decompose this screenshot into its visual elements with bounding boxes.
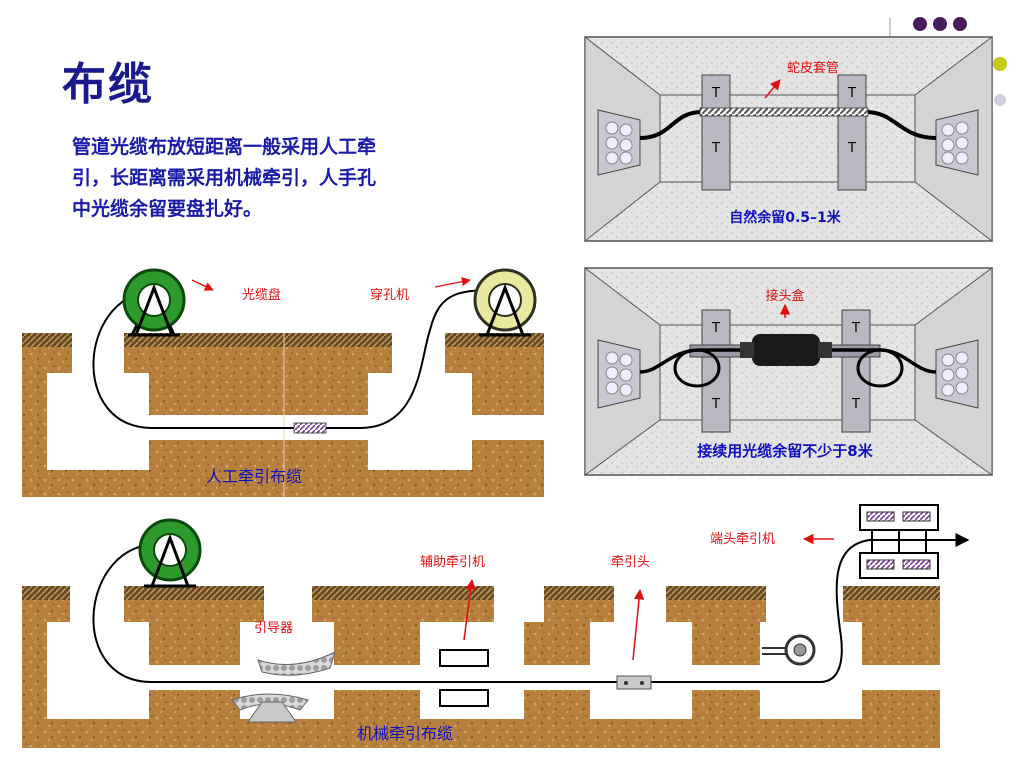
manual-pulling-diagram: 光缆盘 穿孔机 人工牵引布缆 [22,268,544,497]
splice-box-icon [740,334,832,366]
duct-bundle-icon [935,109,979,176]
svg-text:T: T [851,321,860,336]
snake-skin-sleeve [699,107,869,117]
bracket-letter: T [711,86,720,101]
cable-reel-icon [122,268,186,337]
pull-head-label: 牵引头 [611,555,650,570]
duct-bundle-icon [597,109,641,176]
manual-caption: 人工牵引布缆 [206,467,302,486]
splice-box-label: 接头盒 [765,288,804,304]
svg-text:T: T [711,321,720,336]
bracket-letter: T [847,141,856,156]
splice-caption: 接续用光缆余留不少于8米 [697,442,873,460]
puller-icon [473,268,537,337]
manhole-slack-diagram: T T T T 蛇皮套管 自然余留0.5–1米 [584,35,993,243]
bracket-letter: T [711,141,720,156]
description-line: 引，长距离需采用机械牵引，人手孔 [72,167,377,189]
mechanical-caption: 机械牵引布缆 [357,724,453,743]
bracket-letter: T [847,86,856,101]
description-paragraph: 管道光缆布放短距离一般采用人工牵 引，长距离需采用机械牵引，人手孔 中光缆余留要… [72,132,492,225]
guide-label: 引导器 [254,621,293,636]
end-puller-label: 端头牵引机 [710,532,775,547]
page-title: 布缆 [62,59,154,110]
description-line: 管道光缆布放短距离一般采用人工牵 [72,136,377,158]
puller-icon [859,504,939,579]
reel-label: 光缆盘 [242,287,281,303]
hole-machine-label: 穿孔机 [370,287,409,303]
svg-text:T: T [851,397,860,412]
sleeve-label: 蛇皮套管 [787,60,839,76]
cable-reel-icon [138,518,202,588]
mechanical-pulling-diagram: 引导器 辅助牵引机 牵引头 端头牵引机 机械牵引布缆 [22,504,970,748]
svg-text:T: T [711,397,720,412]
aux-puller-label: 辅助牵引机 [420,555,485,570]
manhole-splice-diagram: T T T T 接头盒 接续用光缆余留不少于8米 [584,266,993,476]
description-line: 中光缆余留要盘扎好。 [72,198,263,220]
slack-caption: 自然余留0.5–1米 [729,209,842,226]
